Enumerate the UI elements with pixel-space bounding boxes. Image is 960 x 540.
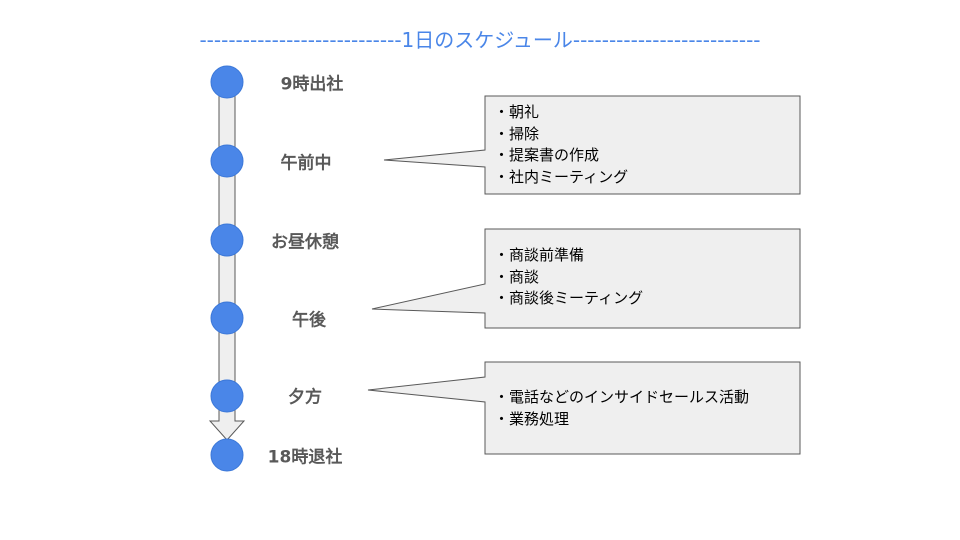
timeline-node-4 bbox=[210, 379, 244, 413]
callout-item: ・商談後ミーティング bbox=[494, 289, 644, 307]
timeline-label-evening: 夕方 bbox=[288, 387, 322, 408]
diagram-title: ----------------------------1日のスケジュール---… bbox=[199, 28, 761, 52]
timeline-label-end: 18時退社 bbox=[267, 447, 343, 468]
callout-shape-afternoon bbox=[371, 228, 801, 329]
callout-item: ・業務処理 bbox=[494, 409, 570, 428]
timeline-node-1 bbox=[210, 144, 244, 178]
timeline-label-morning: 午前中 bbox=[280, 153, 332, 174]
callout-item: ・掃除 bbox=[494, 124, 540, 143]
timeline-arrow bbox=[208, 79, 246, 441]
timeline-node-3 bbox=[210, 301, 244, 335]
callout-evening: ・電話などのインサイドセールス活動 ・業務処理 bbox=[494, 387, 749, 430]
callout-item: ・朝礼 bbox=[494, 103, 540, 121]
callout-item: ・商談前準備 bbox=[494, 246, 585, 264]
timeline-label-afternoon: 午後 bbox=[292, 310, 326, 331]
timeline-node-2 bbox=[210, 223, 244, 257]
timeline-label-start: 9時出社 bbox=[280, 74, 344, 95]
callout-shape-evening bbox=[367, 361, 801, 455]
timeline-node-0 bbox=[210, 65, 244, 99]
callout-shape-morning bbox=[383, 95, 801, 195]
callout-afternoon: ・商談前準備 ・商談 ・商談後ミーティング bbox=[494, 245, 643, 310]
timeline-label-lunch: お昼休憩 bbox=[271, 232, 339, 253]
callout-item: ・提案書の作成 bbox=[494, 146, 600, 164]
callout-item: ・社内ミーティング bbox=[494, 167, 629, 186]
timeline-node-5 bbox=[210, 438, 244, 472]
callout-morning: ・朝礼 ・掃除 ・提案書の作成 ・社内ミーティング bbox=[494, 102, 628, 188]
callout-item: ・商談 bbox=[494, 267, 540, 286]
callout-item: ・電話などのインサイドセールス活動 bbox=[494, 388, 750, 406]
